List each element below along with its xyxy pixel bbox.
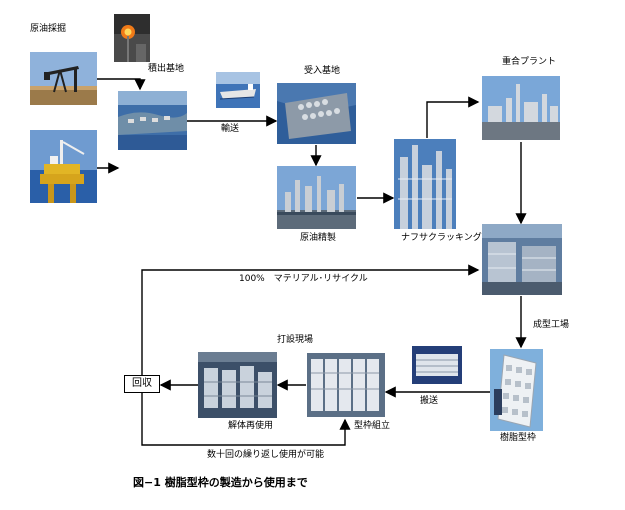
pumpjack-photo — [30, 52, 97, 105]
arrow-cracking-to-polymer — [426, 96, 480, 138]
label-crude-mining: 原油採掘 — [30, 24, 67, 34]
arrow-recovery-to-assembly — [141, 392, 351, 446]
figure-caption: 図−1 樹脂型枠の製造から使用まで — [133, 476, 308, 489]
export-base-photo — [118, 91, 187, 150]
label-frame-assembly: 型枠組立 — [354, 421, 391, 431]
naphtha-cracker-photo — [394, 139, 456, 229]
label-repeated-use: 数十回の繰り返し使用が可能 — [207, 450, 325, 460]
arrow-recovery-to-molding — [141, 264, 480, 375]
label-material-recycle: 100% マテリアル･リサイクル — [239, 274, 368, 284]
label-resin-frame: 樹脂型枠 — [500, 433, 537, 443]
frame-assembly-photo — [307, 353, 385, 417]
arrow-pumpjack-to-export — [97, 78, 146, 91]
label-carry: 搬送 — [420, 396, 439, 406]
label-construction-site: 打設現場 — [277, 335, 314, 345]
molding-plant-photo — [482, 224, 562, 295]
reuse-photo — [198, 352, 277, 418]
label-naphtha-cracking: ナフサクラッキング — [401, 233, 482, 243]
label-reuse: 解体再使用 — [228, 421, 274, 431]
label-export-base: 積出基地 — [148, 64, 185, 74]
refinery-photo — [277, 166, 356, 229]
recovery-box: 回収 — [124, 375, 160, 393]
resin-frame-photo — [490, 349, 543, 431]
offshore-rig-photo — [30, 130, 97, 203]
polymer-plant-photo — [482, 76, 560, 140]
tanker-photo — [216, 72, 260, 108]
label-crude-refining: 原油精製 — [300, 233, 337, 243]
flare-stack-photo — [114, 14, 150, 62]
carry-truck-photo — [412, 346, 462, 384]
label-polymer-plant: 重合プラント — [502, 57, 557, 67]
label-molding-plant: 成型工場 — [533, 320, 570, 330]
label-receiving-base: 受入基地 — [304, 66, 341, 76]
receiving-base-photo — [277, 83, 356, 144]
label-transport: 輸送 — [221, 124, 240, 134]
